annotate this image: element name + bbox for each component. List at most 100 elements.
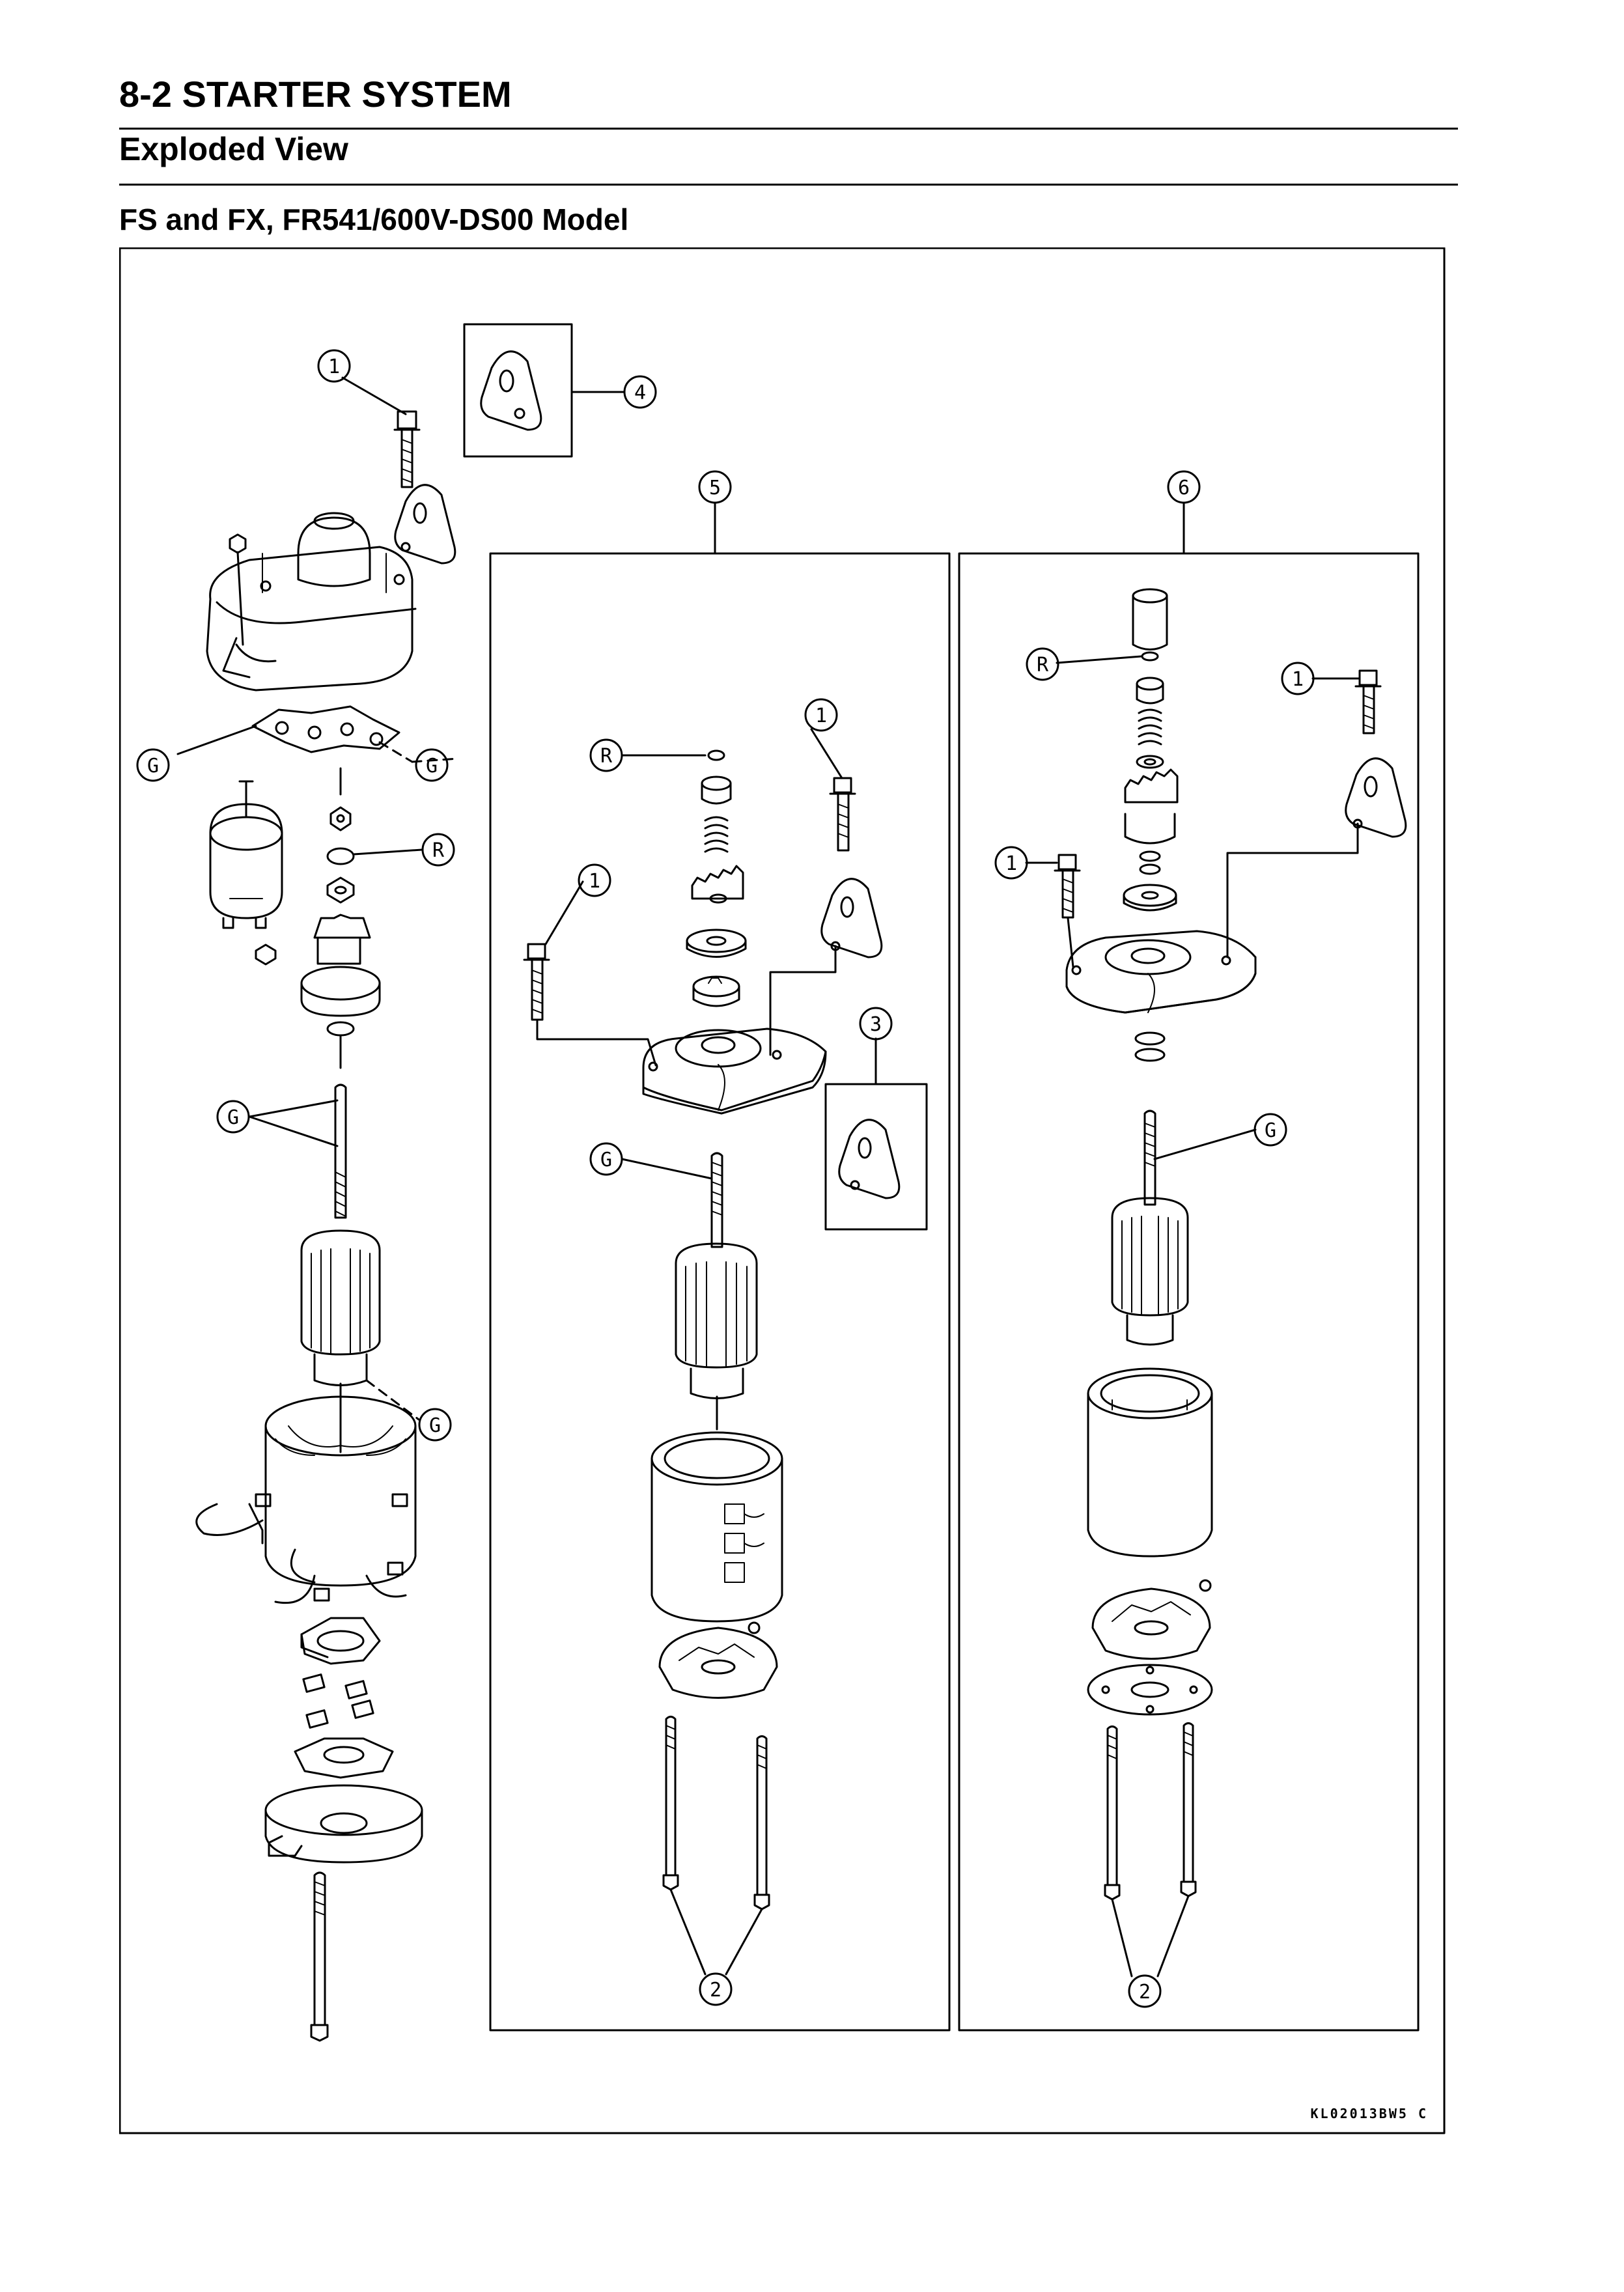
svg-text:2: 2 (1139, 1981, 1151, 2004)
callout-grease-mid: G (589, 1142, 623, 1176)
brush-holder-icon (1091, 1579, 1212, 1660)
bolt-icon (1354, 669, 1382, 734)
front-cover-icon (642, 1027, 827, 1115)
subsection-title: Exploded View (119, 131, 348, 167)
o-ring-icon (1141, 651, 1159, 662)
diagram-frame (119, 247, 1446, 2134)
yoke-icon (651, 1431, 783, 1623)
inset-box-3 (824, 1083, 928, 1231)
title-rule (119, 128, 1458, 130)
svg-text:R: R (1037, 654, 1049, 677)
clutch-icon (1123, 884, 1177, 912)
middle-assembly (523, 728, 901, 1976)
through-bolt-icon (1180, 1722, 1197, 1897)
mounting-bracket-icon (480, 350, 542, 431)
svg-text:3: 3 (870, 1013, 882, 1036)
svg-text:G: G (227, 1106, 239, 1129)
callout-bolt-mid-right: 1 (804, 698, 838, 732)
mounting-bracket-icon (820, 878, 883, 958)
o-ring-icon (707, 749, 725, 761)
callout-replace-mid: R (589, 738, 623, 772)
washer-icon (329, 806, 352, 832)
o-ring-icon (1139, 850, 1161, 875)
brush-holder-icon (658, 1621, 778, 1699)
svg-text:G: G (429, 1414, 441, 1437)
left-assembly (176, 350, 625, 2042)
through-bolt-icon (753, 1735, 770, 1910)
shift-lever-icon (251, 705, 400, 753)
pinion-gear-icon (691, 865, 744, 904)
callout-variant-b: 6 (1167, 470, 1201, 504)
front-cover-icon (1065, 930, 1257, 1014)
callout-grease-left-d: G (418, 1408, 452, 1442)
svg-text:R: R (432, 839, 445, 862)
bearing-icon (1136, 755, 1164, 769)
callout-through-bolts-mid: 2 (699, 1972, 733, 2006)
nut-icon (255, 943, 277, 966)
brush-icon (302, 1673, 374, 1729)
o-ring-icon (1134, 1031, 1166, 1062)
callout-grease-left-a: G (136, 748, 170, 782)
figure-code: KL02013BW5 C (1311, 2106, 1429, 2121)
bushing-icon (1136, 677, 1164, 705)
callout-replace-left: R (421, 833, 455, 867)
bolt-icon (393, 410, 421, 488)
section-title: 8-2 STARTER SYSTEM (119, 74, 512, 115)
callout-bolt-right-top: 1 (1281, 662, 1315, 695)
svg-text:G: G (1265, 1119, 1276, 1142)
spring-icon (704, 816, 729, 853)
drive-end-housing-icon (206, 512, 417, 692)
callout-grease-right: G (1253, 1113, 1287, 1147)
end-cover-icon (264, 1784, 423, 1864)
callout-bolt-mid-left: 1 (578, 863, 611, 897)
armature-icon (1111, 1110, 1189, 1346)
inset-box-4 (463, 323, 573, 458)
cap-icon (1132, 588, 1168, 650)
subtitle-rule (119, 184, 1458, 186)
svg-text:2: 2 (710, 1979, 721, 2002)
solenoid-icon (209, 780, 283, 929)
mounting-bracket-icon (838, 1119, 901, 1199)
nut-icon (326, 876, 355, 904)
svg-text:1: 1 (589, 870, 600, 893)
clutch-icon (692, 975, 740, 1007)
exploded-view-diagram: 1 4 5 6 G G R G G R 1 1 (119, 247, 1446, 2134)
svg-text:1: 1 (815, 705, 827, 727)
callout-bracket-b: 4 (623, 375, 657, 409)
svg-text:G: G (147, 755, 159, 777)
nut-icon (229, 533, 247, 554)
callout-grease-left-b: G (415, 748, 449, 782)
callout-bolt-top: 1 (317, 349, 351, 383)
svg-text:1: 1 (1005, 852, 1017, 875)
callout-replace-right: R (1026, 647, 1059, 681)
callout-grease-left-c: G (216, 1100, 250, 1134)
callout-bolt-right-left: 1 (994, 846, 1028, 880)
model-title: FS and FX, FR541/600V-DS00 Model (119, 203, 629, 236)
mounting-bracket-icon (1345, 757, 1407, 838)
armature-icon (675, 1152, 758, 1431)
through-bolt-icon (1104, 1726, 1121, 1901)
right-assembly (1025, 588, 1407, 1978)
svg-text:1: 1 (1292, 668, 1304, 691)
callout-through-bolts-right: 2 (1128, 1974, 1162, 2008)
variant-box-6 (958, 552, 1420, 2032)
through-bolt-icon (310, 1871, 329, 2042)
brush-plate-icon (1087, 1664, 1213, 1716)
through-bolt-icon (662, 1716, 679, 1891)
mounting-bracket-icon (394, 484, 456, 565)
brush-plate-icon (294, 1737, 394, 1779)
svg-text:1: 1 (328, 356, 340, 378)
bushing-icon (701, 776, 732, 805)
pinion-gear-icon (300, 914, 381, 1069)
bolt-icon (829, 777, 856, 852)
svg-text:R: R (600, 745, 613, 768)
brush-holder-icon (300, 1617, 381, 1665)
spring-icon (1138, 708, 1162, 746)
collar-icon (686, 929, 747, 958)
callout-bracket-a: 3 (859, 1007, 893, 1041)
o-ring-icon (326, 847, 355, 865)
bolt-icon (523, 943, 550, 1021)
svg-text:G: G (426, 755, 438, 777)
svg-text:G: G (600, 1149, 612, 1171)
bolt-icon (1054, 854, 1081, 919)
